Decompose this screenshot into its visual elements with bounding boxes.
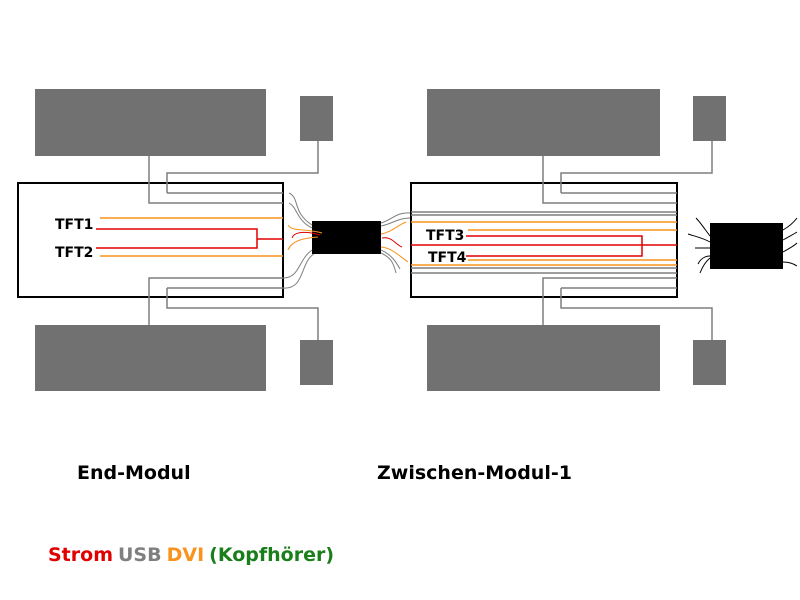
usb-line <box>148 277 283 325</box>
screen-top-small <box>693 96 726 141</box>
usb-line <box>166 141 319 193</box>
usb-line <box>542 277 677 325</box>
end-modul-group: TFT1 TFT2 <box>17 89 333 391</box>
legend-strom: Strom <box>48 544 113 566</box>
screen-bottom-large <box>427 325 660 391</box>
strom-line <box>466 235 643 257</box>
end-modul-frame <box>17 182 284 298</box>
hub-cables-left <box>282 192 323 289</box>
hub-connector-right <box>710 223 783 269</box>
hub-cables-right-end <box>687 217 798 274</box>
usb-line <box>560 141 713 193</box>
strom-line <box>96 228 258 249</box>
tft3-label: TFT3 <box>426 228 464 244</box>
usb-line <box>560 288 713 340</box>
end-modul-title: End-Modul <box>77 462 191 484</box>
usb-line <box>166 288 319 340</box>
tft4-label: TFT4 <box>428 250 467 266</box>
legend-usb: USB <box>118 544 162 566</box>
screen-bottom-large <box>35 325 266 391</box>
zwischen-modul-title: Zwischen-Modul-1 <box>377 462 572 484</box>
tft2-label: TFT2 <box>55 245 93 261</box>
hub-connector <box>312 221 381 254</box>
legend-kopfhoerer: (Kopfhörer) <box>209 544 335 566</box>
zwischen-modul-frame <box>410 182 678 298</box>
zwischen-modul-group: TFT3 TFT4 <box>410 89 726 391</box>
tft1-label: TFT1 <box>55 217 93 233</box>
screen-bottom-small <box>693 340 726 385</box>
screen-top-small <box>300 96 333 141</box>
usb-line <box>542 156 677 204</box>
screen-bottom-small <box>300 340 333 385</box>
screen-top-large <box>427 89 660 156</box>
hub-cables-right <box>380 212 411 274</box>
legend-dvi: DVI <box>166 544 205 566</box>
screen-top-large <box>35 89 266 156</box>
usb-line <box>148 156 283 204</box>
